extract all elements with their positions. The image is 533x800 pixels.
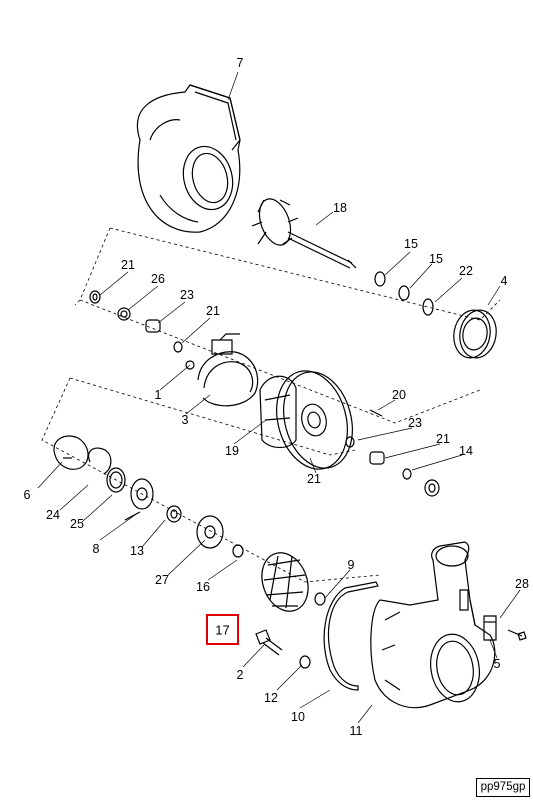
shaft-turbine-wheel [252,195,356,268]
thrust-parts [54,436,153,520]
part-label-24: 24 [46,507,60,522]
part-label-10: 10 [291,709,305,724]
part-label-22: 22 [459,263,473,278]
v-band-clamp [186,334,258,406]
part-label-4: 4 [500,273,508,288]
part-label-27: 27 [155,572,169,587]
part-label-9: 9 [347,557,355,572]
clip-and-screw [484,616,526,640]
part-label-20: 20 [392,387,406,402]
guide-lines [42,228,500,582]
reference-code: pp975gp [476,778,530,797]
insert-part [450,307,500,361]
part-label-18: 18 [333,200,347,215]
part-label-13: 13 [130,543,144,558]
part-label-23: 23 [408,415,422,430]
highlighted-part-number: 17 [215,622,230,637]
leader-lines [38,72,520,723]
part-label-21: 21 [307,471,321,486]
part-label-26: 26 [151,271,165,286]
part-label-15: 15 [404,236,418,251]
part-label-3: 3 [181,412,189,427]
seal-rings [375,272,433,315]
part-label-23: 23 [180,287,194,302]
part-label-8: 8 [92,541,100,556]
part-label-28: 28 [515,576,529,591]
part-label-2: 2 [236,667,244,682]
bearing-housing [260,363,363,477]
highlighted-part-label[interactable]: 17 [206,614,239,645]
turbine-housing [137,85,240,232]
part-label-21: 21 [121,257,135,272]
part-label-19: 19 [225,443,239,458]
part-label-7: 7 [236,55,244,70]
part-label-6: 6 [23,487,31,502]
compressor-housing [371,542,495,708]
part-label-21: 21 [436,431,450,446]
bearing-parts-upper [90,291,182,352]
part-label-15: 15 [429,251,443,266]
part-label-25: 25 [70,516,84,531]
part-label-14: 14 [459,443,473,458]
gasket [324,582,378,690]
lock-nut [315,593,325,605]
bolt-and-washer [256,630,310,668]
part-label-11: 11 [349,723,363,738]
part-label-5: 5 [493,656,501,671]
part-label-21: 21 [206,303,220,318]
part-label-16: 16 [196,579,210,594]
thrust-collar-group [167,506,243,557]
compressor-wheel [254,546,316,617]
bearing-parts-lower [346,410,439,496]
part-label-12: 12 [264,690,278,705]
part-label-1: 1 [154,387,162,402]
